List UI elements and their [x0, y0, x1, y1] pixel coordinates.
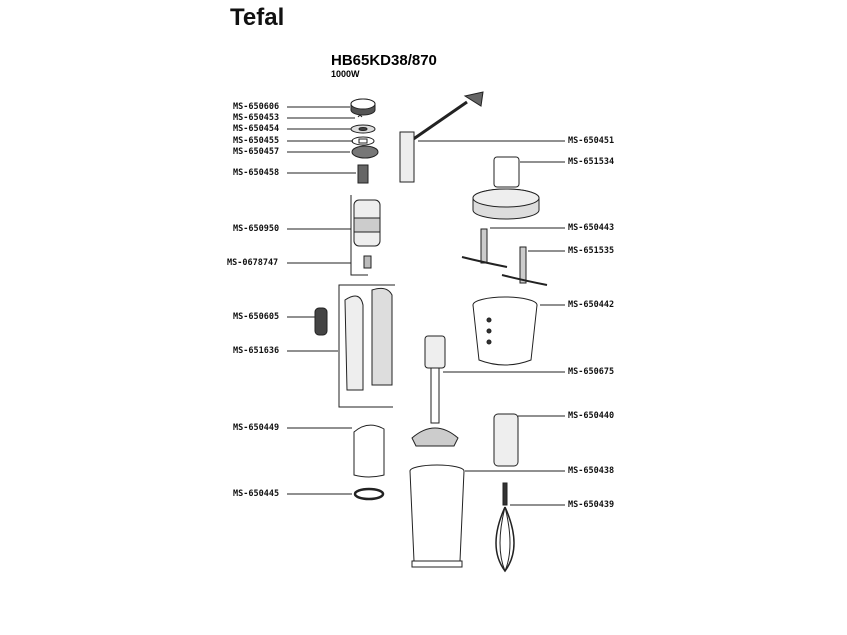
part-label: MS-650445	[233, 489, 280, 499]
blender-foot-part	[411, 335, 459, 447]
part-label: MS-650606	[233, 102, 280, 112]
part-label: MS-650458	[233, 168, 280, 178]
part-label: MS-650440	[568, 411, 615, 421]
whisk-part	[495, 482, 515, 573]
cover-part	[353, 424, 385, 501]
cap-button-part	[350, 98, 379, 184]
part-label: MS-650453	[233, 113, 280, 123]
part-label: MS-650439	[568, 500, 615, 510]
part-label: MS-650950	[233, 224, 280, 234]
part-label: MS-650451	[568, 136, 615, 146]
part-label: MS-650605	[233, 312, 280, 322]
part-label: MS-650454	[233, 124, 280, 134]
part-label: MS-650455	[233, 136, 280, 146]
part-label: MS-0678747	[227, 258, 279, 268]
part-label: MS-650457	[233, 147, 280, 157]
handle-body-part	[314, 284, 395, 408]
leader-lines	[287, 106, 565, 506]
part-label: MS-650675	[568, 367, 615, 377]
motor-part	[350, 195, 381, 276]
brand-logo: Tefal	[230, 4, 285, 31]
part-label: MS-651636	[233, 346, 280, 356]
part-label: MS-650443	[568, 223, 615, 233]
blade-parts	[461, 228, 548, 286]
part-label: MS-651535	[568, 246, 615, 256]
model-title: HB65KD38/870	[331, 52, 437, 69]
whisk-adapter-part	[493, 413, 519, 467]
power-rating: 1000W	[331, 69, 360, 79]
chopper-lid-part	[472, 156, 540, 220]
beaker-part	[409, 464, 465, 568]
part-label: MS-651534	[568, 157, 615, 167]
power-cord-part	[399, 91, 484, 183]
part-label: MS-650449	[233, 423, 280, 433]
chopper-bowl-part	[472, 296, 538, 366]
part-label: MS-650442	[568, 300, 615, 310]
part-label: MS-650438	[568, 466, 615, 476]
